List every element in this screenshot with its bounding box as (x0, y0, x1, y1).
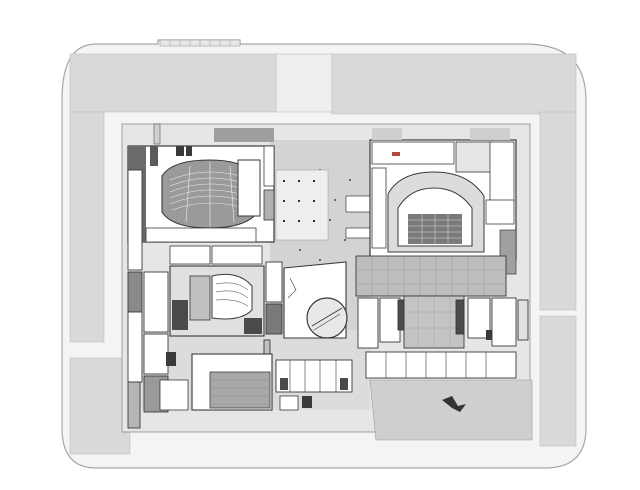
round-drum-hall (283, 261, 348, 339)
north-gate-hatch (169, 40, 231, 46)
lower-rehearsal-hall (159, 353, 353, 411)
small-theatre-seating (211, 273, 253, 320)
drum-hall-circle (306, 297, 348, 339)
sculpture-mark (442, 396, 466, 412)
concert-foyer (355, 255, 507, 349)
concert-hall (369, 128, 517, 275)
main-theatre-stage (237, 159, 261, 217)
southeast-landscape (369, 379, 533, 441)
small-theatre (169, 245, 265, 337)
column-grid-zone (275, 169, 373, 241)
east-lower-rooms (357, 297, 529, 379)
paving-blocks (69, 53, 577, 455)
main-theatre (127, 123, 275, 243)
central-support-rooms (263, 261, 283, 361)
west-service-rooms (127, 169, 169, 429)
stair-cores (166, 146, 492, 408)
